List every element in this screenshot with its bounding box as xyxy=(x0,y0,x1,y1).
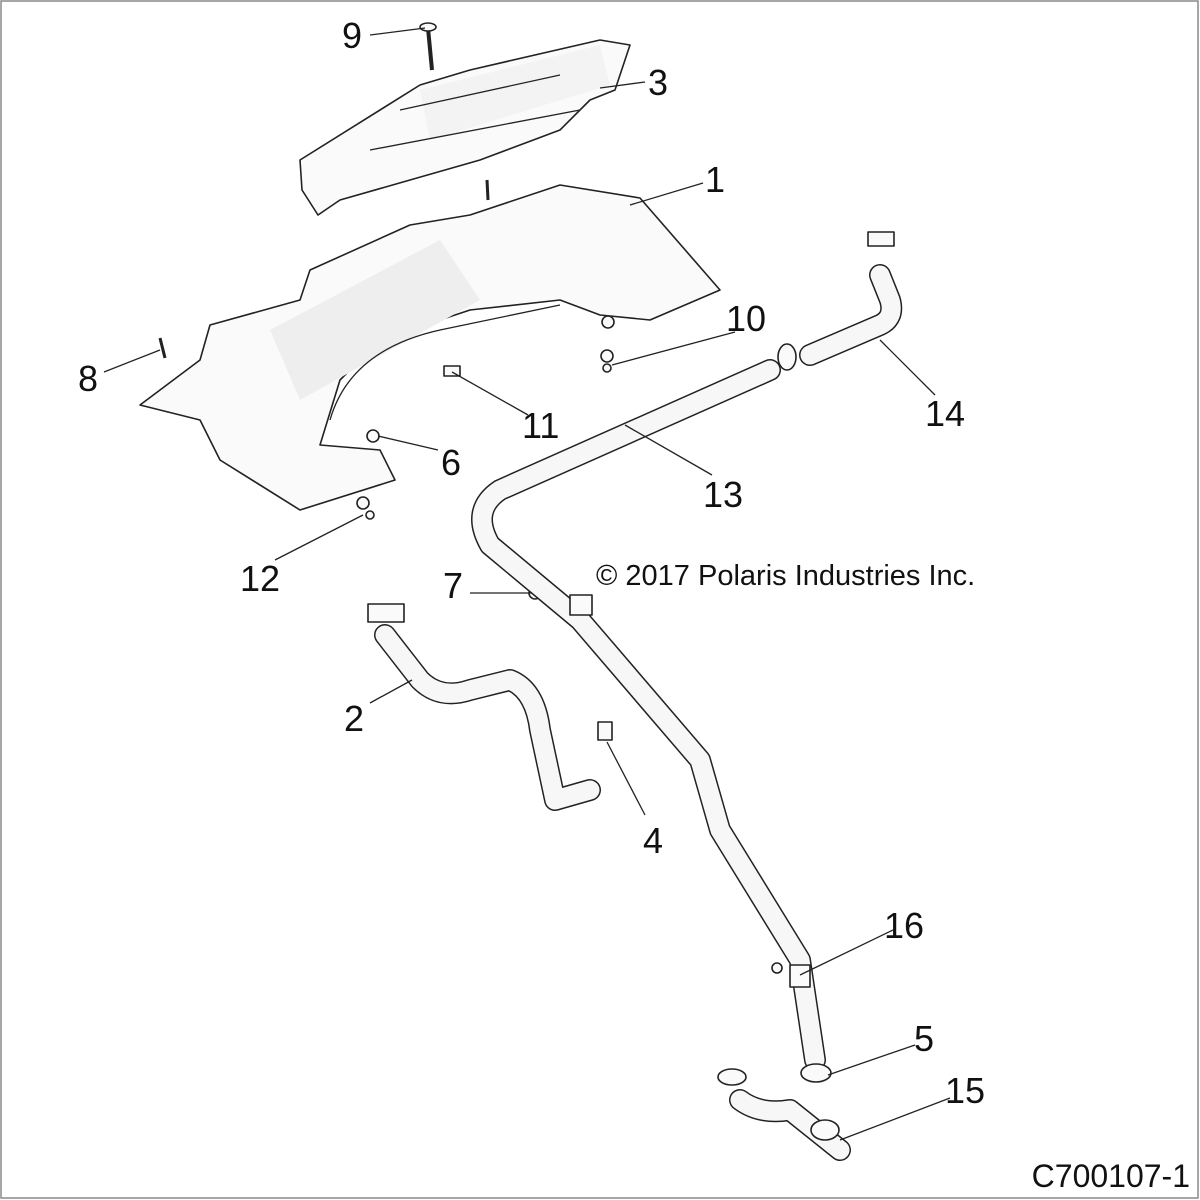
part-2-hose xyxy=(367,603,613,811)
part-3-heat-shield-upper xyxy=(299,39,631,216)
part-14-hose xyxy=(777,231,903,371)
callout-6: 6 xyxy=(441,442,461,483)
part-1-heat-shield-lower xyxy=(139,184,721,511)
callout-2: 2 xyxy=(344,698,364,739)
callout-5: 5 xyxy=(914,1018,934,1059)
callout-7: 7 xyxy=(443,565,463,606)
callout-11: 11 xyxy=(522,405,559,446)
callout-3: 3 xyxy=(648,62,668,103)
callout-9: 9 xyxy=(342,15,362,56)
copyright-notice: © 2017 Polaris Industries Inc. xyxy=(596,560,976,592)
callout-16: 16 xyxy=(884,905,924,946)
part-15-hose-elbow xyxy=(717,1063,851,1161)
callout-4: 4 xyxy=(643,820,663,861)
callout-13: 13 xyxy=(703,474,743,515)
leader-lines xyxy=(103,27,951,1141)
callout-10: 10 xyxy=(726,298,766,339)
callout-15: 15 xyxy=(945,1070,985,1111)
callout-8: 8 xyxy=(78,358,98,399)
fasteners xyxy=(158,315,783,974)
part-9-bolt xyxy=(419,22,437,71)
callout-14: 14 xyxy=(925,393,965,434)
callout-1: 1 xyxy=(705,159,725,200)
figure-code: C700107-1 xyxy=(1031,1158,1190,1194)
callout-12: 12 xyxy=(240,558,280,599)
part-13-coolant-tube xyxy=(471,359,826,1071)
